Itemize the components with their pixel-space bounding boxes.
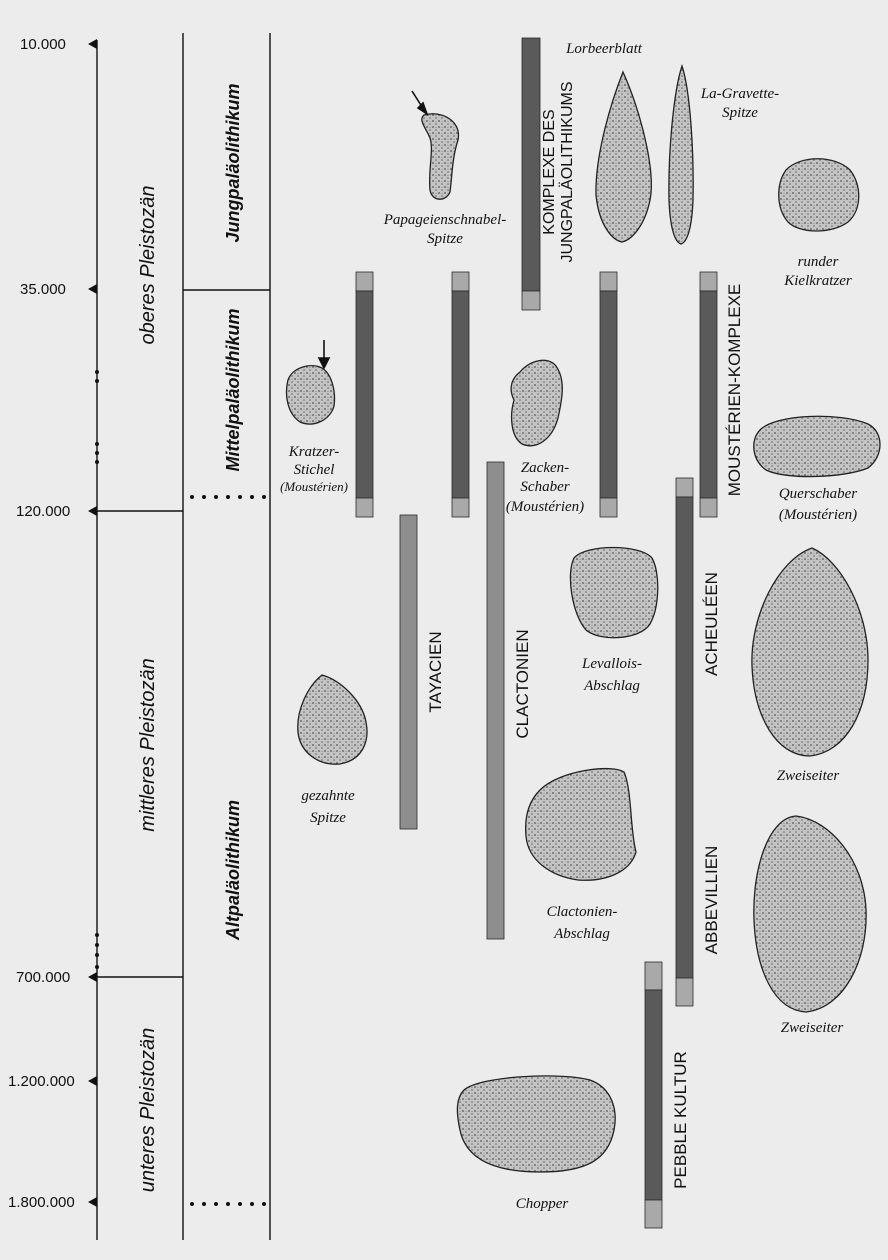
papagei-illustration [422, 114, 459, 200]
bar-mousterien-4-start [700, 272, 717, 291]
culture-jungpal-line1: KOMPLEXE DES [541, 109, 558, 234]
zacken-illustration [511, 360, 562, 445]
label-zweiseiter-b: Zweiseiter [781, 1020, 844, 1036]
label-clactonien-1: Clactonien- [547, 904, 618, 920]
epoch-middle-label: mittleres Pleistozän [137, 658, 159, 831]
culture-clactonien-label: CLACTONIEN [513, 629, 532, 738]
bar-mousterien-3-end [600, 498, 617, 517]
clactonien-illustration [526, 769, 636, 881]
label-kielkratzer-2: Kielkratzer [783, 273, 852, 289]
label-papagei-2: Spitze [427, 231, 463, 247]
label-kratzer-1: Kratzer- [288, 444, 340, 460]
label-zacken-3: (Moustérien) [506, 499, 584, 515]
year-label-10000: 10.000 [20, 36, 66, 53]
bar-acheuleen [676, 497, 693, 978]
label-papagei-1: Papageienschnabel- [383, 212, 506, 228]
year-marker-35000 [88, 284, 97, 294]
bar-mousterien-4 [700, 291, 717, 498]
year-marker-1200000 [88, 1076, 97, 1086]
culture-jungpal-line2: JUNGPALÄOLITHIKUMS [558, 81, 576, 262]
papagei-arrowhead [418, 103, 427, 114]
label-gravette-2: Spitze [722, 105, 758, 121]
column-lines [97, 33, 270, 1240]
label-lorbeerblatt: Lorbeerblatt [565, 41, 643, 57]
zweiseiter-top-illustration [752, 548, 868, 756]
label-clactonien-2: Abschlag [553, 926, 610, 942]
year-marker-10000 [88, 39, 97, 49]
querschaber-illustration [754, 416, 880, 476]
year-label-35000: 35.000 [20, 281, 66, 298]
bar-pebble [645, 990, 662, 1200]
bar-tayacien [400, 515, 417, 829]
gezahnte-illustration [298, 675, 367, 764]
bar-mousterien-3 [600, 291, 617, 498]
tool-illustrations [287, 66, 881, 1172]
culture-acheuleen-label: ACHEULÉEN [702, 572, 721, 676]
culture-mousterien-label: MOUSTÉRIEN-KOMPLEXE [725, 284, 744, 497]
period-upper-label: Jungpaläolithikum [223, 83, 243, 242]
bar-clactonien [487, 462, 504, 939]
label-zacken-1: Zacken- [521, 460, 569, 476]
label-zweiseiter-a: Zweiseiter [777, 768, 840, 784]
bar-acheuleen-end [676, 978, 693, 1006]
period-lower-label: Altpaläolithikum [223, 800, 243, 941]
bar-mousterien-1-end [356, 498, 373, 517]
year-label-1200000: 1.200.000 [8, 1073, 75, 1090]
bar-mousterien-3-start [600, 272, 617, 291]
year-label-1800000: 1.800.000 [8, 1194, 75, 1211]
chopper-illustration [457, 1076, 615, 1172]
year-label-120000: 120.000 [16, 503, 70, 520]
bar-mousterien-2 [452, 291, 469, 498]
bar-jungpal-end [522, 291, 540, 310]
bar-mousterien-1 [356, 291, 373, 498]
kratzer-arrowhead [319, 358, 329, 368]
bar-pebble-start [645, 962, 662, 990]
culture-abbevillien-label: ABBEVILLIEN [702, 846, 721, 955]
label-quer-2: (Moustérien) [779, 507, 857, 523]
zweiseiter-bottom-illustration [754, 816, 866, 1012]
time-axis-labels: 10.000 35.000 120.000 700.000 1.200.000 … [8, 36, 97, 1211]
label-kratzer-3: (Moustérien) [280, 479, 348, 494]
bar-mousterien-1-start [356, 272, 373, 291]
epoch-upper-label: oberes Pleistozän [137, 186, 159, 345]
year-marker-700000 [88, 972, 97, 982]
bar-acheuleen-start [676, 478, 693, 497]
label-kratzer-2: Stichel [294, 462, 335, 478]
bar-mousterien-4-end [700, 498, 717, 517]
label-chopper: Chopper [516, 1196, 569, 1212]
year-marker-1800000 [88, 1197, 97, 1207]
label-gravette-1: La-Gravette- [700, 86, 779, 102]
gravette-illustration [669, 66, 693, 244]
year-label-700000: 700.000 [16, 969, 70, 986]
bar-jungpal [522, 38, 540, 291]
bar-mousterien-2-end [452, 498, 469, 517]
bar-mousterien-2-start [452, 272, 469, 291]
year-marker-120000 [88, 506, 97, 516]
label-zacken-2: Schaber [520, 479, 569, 495]
levallois-illustration [570, 548, 657, 638]
label-quer-1: Querschaber [779, 486, 857, 502]
label-levallois-2: Abschlag [583, 678, 640, 694]
label-gezahnte-2: Spitze [310, 810, 346, 826]
lorbeerblatt-illustration [596, 72, 651, 242]
bar-pebble-end [645, 1200, 662, 1228]
label-kielkratzer-1: runder [798, 254, 839, 270]
kratzer-illustration [287, 366, 335, 424]
period-middle-label: Mittelpaläolithikum [223, 308, 243, 471]
label-gezahnte-1: gezahnte [301, 788, 355, 804]
culture-pebble-label: PEBBLE KULTUR [671, 1051, 690, 1189]
kielkratzer-illustration [779, 159, 859, 231]
epoch-lower-label: unteres Pleistozän [137, 1028, 159, 1193]
label-levallois-1: Levallois- [581, 656, 642, 672]
culture-tayacien-label: TAYACIEN [426, 631, 445, 712]
